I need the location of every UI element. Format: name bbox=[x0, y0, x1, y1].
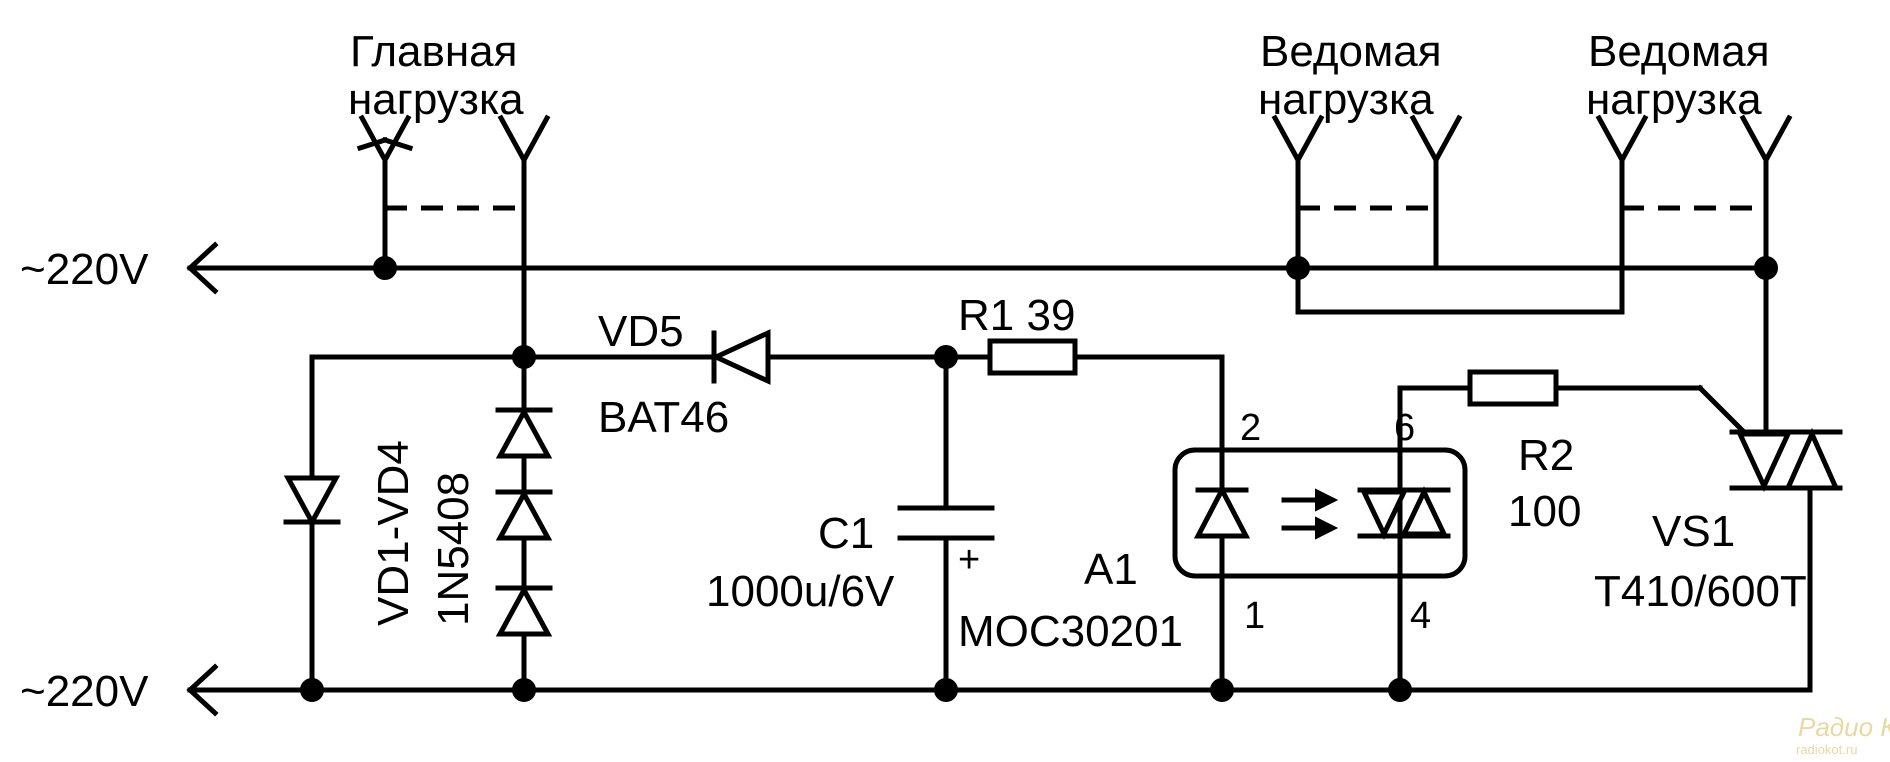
watermark-text: Радио КОТ bbox=[1798, 712, 1890, 742]
slave-load-1-label-line2: нагрузка bbox=[1258, 75, 1434, 124]
opto-triac bbox=[1357, 486, 1451, 540]
vd5-part: BAT46 bbox=[598, 393, 729, 442]
capacitor-c1 bbox=[897, 505, 995, 541]
main-load-label-line1: Главная bbox=[350, 27, 517, 76]
optocoupler-a1 bbox=[1172, 447, 1468, 579]
junctions bbox=[300, 256, 1778, 702]
diode-stack-vd1-vd4 bbox=[495, 406, 553, 637]
vd5-ref: VD5 bbox=[598, 307, 684, 356]
vd-bridge-part: 1N5408 bbox=[429, 472, 478, 626]
r2-value: 100 bbox=[1508, 487, 1581, 536]
r2-ref: R2 bbox=[1518, 431, 1574, 480]
pin-2-label: 2 bbox=[1240, 407, 1261, 449]
wiring bbox=[187, 157, 1813, 693]
a1-part: MOC30201 bbox=[958, 607, 1183, 656]
pin-6-label: 6 bbox=[1394, 407, 1415, 449]
main-load-label-line2: нагрузка bbox=[348, 75, 524, 124]
opto-light-arrows bbox=[1281, 488, 1339, 540]
slave-load-1-label: Ведомая нагрузка bbox=[1258, 27, 1442, 124]
mains-bottom-label: ~220V bbox=[20, 667, 149, 716]
vd-bridge-ref: VD1-VD4 bbox=[369, 440, 418, 626]
slave-load-2-label-line2: нагрузка bbox=[1586, 75, 1762, 124]
slave-load-1-label-line1: Ведомая bbox=[1260, 27, 1442, 76]
c1-plus: + bbox=[958, 539, 980, 581]
c1-value: 1000u/6V bbox=[706, 567, 895, 616]
watermark-url: radiokot.ru bbox=[1796, 742, 1857, 757]
opto-led bbox=[1193, 484, 1251, 539]
slave-load-2-label: Ведомая нагрузка bbox=[1586, 27, 1770, 124]
pin-4-label: 4 bbox=[1410, 595, 1431, 637]
a1-ref: A1 bbox=[1084, 545, 1138, 594]
resistor-r1 bbox=[987, 338, 1078, 376]
r1-label: R1 39 bbox=[958, 291, 1075, 340]
load-terminals bbox=[356, 114, 1793, 211]
mains-top-label: ~220V bbox=[20, 245, 149, 294]
diode-vd5 bbox=[710, 329, 771, 385]
main-load-label: Главная нагрузка bbox=[348, 27, 524, 124]
watermark: Радио КОТ radiokot.ru bbox=[1796, 712, 1890, 757]
vs1-ref: VS1 bbox=[1652, 507, 1735, 556]
diode-left bbox=[283, 475, 341, 528]
c1-ref: C1 bbox=[818, 509, 874, 558]
vs1-part: T410/600T bbox=[1594, 567, 1807, 616]
pin-1-label: 1 bbox=[1244, 595, 1265, 637]
slave-load-2-label-line1: Ведомая bbox=[1588, 27, 1770, 76]
triac-vs1 bbox=[1729, 427, 1843, 492]
resistor-r2 bbox=[1467, 369, 1559, 407]
